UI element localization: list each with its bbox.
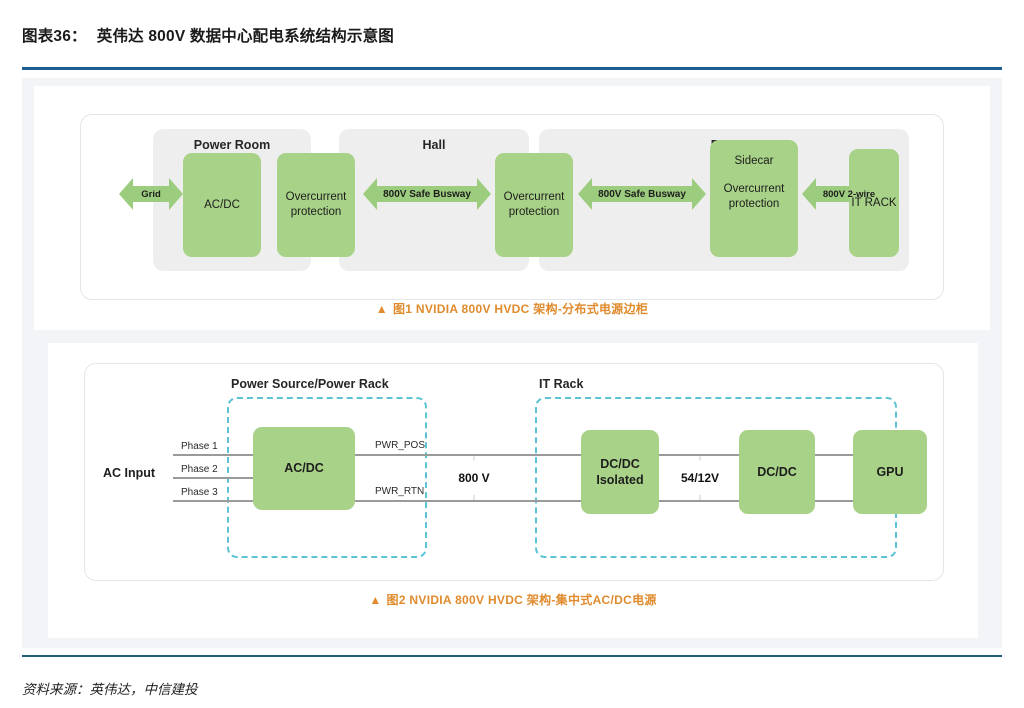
wire-isolated-to-dcdc-bottom (659, 500, 741, 502)
box-sidecar-line2: protection (728, 197, 780, 210)
measurement-800v-value: 800 V (458, 471, 490, 485)
box-sidecar-overcurrent: Sidecar Overcurrent protection (710, 140, 798, 257)
arrow-up-icon: ↑ (471, 451, 477, 463)
box-dcdc: DC/DC (739, 430, 815, 514)
wire-dcdc-to-gpu-bottom (815, 500, 855, 502)
footer-divider (22, 655, 1002, 657)
diagram-2-caption: ▲ 图2 NVIDIA 800V HVDC 架构-集中式AC/DC电源 (48, 591, 978, 608)
figure-title-text: 英伟达 800V 数据中心配电系统结构示意图 (96, 28, 394, 45)
arrow-grid: Grid (119, 173, 183, 215)
arrow-busway-2: 800V Safe Busway (578, 173, 706, 215)
figure-number: 图表36： (22, 28, 87, 45)
diagram-1-panel: Power Room Hall Row Grid AC/DC Overcurre… (34, 86, 990, 330)
wire-phase-3-label: Phase 3 (181, 487, 218, 498)
arrow-2wire-label: 800V 2-wire (822, 188, 876, 200)
arrow-down-icon: ↓ (697, 492, 703, 504)
page-title: 图表36： 英伟达 800V 数据中心配电系统结构示意图 (22, 24, 394, 46)
box-it-rack: IT RACK (849, 149, 899, 257)
triangle-marker-icon: ▲ (369, 593, 382, 607)
box-overcurrent-hall: Overcurrent protection (495, 153, 573, 257)
diagram-1-card: Power Room Hall Row Grid AC/DC Overcurre… (80, 114, 944, 300)
box-dcdc-isolated: DC/DC Isolated (581, 430, 659, 514)
wire-phase-1-label: Phase 1 (181, 441, 218, 452)
arrow-busway-2-label: 800V Safe Busway (598, 188, 686, 200)
box-overcurrent-hall-line1: Overcurrent (503, 191, 565, 204)
wire-phase-2-label: Phase 2 (181, 464, 218, 475)
dashbox-it-rack-label: IT Rack (539, 377, 584, 391)
triangle-marker-icon: ▲ (375, 302, 388, 316)
box-overcurrent-power-room: Overcurrent protection (277, 153, 355, 257)
wire-phase-3 (173, 500, 253, 502)
wire-phase-1 (173, 454, 253, 456)
arrow-up-icon: ↑ (697, 451, 703, 463)
ac-input-label: AC Input (103, 466, 156, 480)
box-overcurrent-hall-line2: protection (508, 206, 560, 218)
arrow-grid-label: Grid (141, 188, 161, 200)
box-dcdc-label: DC/DC (757, 464, 797, 479)
diagram-2-panel: Power Source/Power Rack IT Rack AC Input… (48, 343, 978, 638)
measurement-800v: ↑ 800 V ↓ (443, 452, 505, 504)
box-acdc-central: AC/DC (253, 427, 355, 510)
box-acdc-central-label: AC/DC (284, 461, 324, 476)
wire-pwr-pos-label: PWR_POS (375, 440, 426, 451)
diagram-1-caption-text: 图1 NVIDIA 800V HVDC 架构-分布式电源边柜 (392, 302, 649, 316)
wire-pwr-pos (355, 454, 605, 456)
box-sidecar-line1: Overcurrent (723, 182, 785, 195)
box-overcurrent-power-room-line1: Overcurrent (285, 191, 347, 204)
box-gpu: GPU (853, 430, 927, 514)
measurement-54-12v: ↑ 54/12V ↓ (669, 452, 731, 504)
measurement-54-12v-value: 54/12V (680, 471, 720, 485)
box-dcdc-isolated-line2: Isolated (596, 473, 644, 487)
box-acdc-power-room: AC/DC (183, 153, 261, 257)
figure-artboard: Power Room Hall Row Grid AC/DC Overcurre… (22, 78, 1002, 648)
arrow-down-icon: ↓ (471, 492, 477, 504)
box-gpu-label: GPU (876, 464, 904, 479)
wire-isolated-to-dcdc-top (659, 454, 741, 456)
group-power-room-label: Power Room (193, 138, 271, 152)
box-it-rack-label: IT RACK (851, 196, 897, 209)
wire-dcdc-to-gpu-top (815, 454, 855, 456)
wire-phase-2 (173, 477, 253, 479)
box-overcurrent-power-room-line2: protection (290, 206, 342, 218)
header-divider (22, 67, 1002, 70)
arrow-busway-1: 800V Safe Busway (363, 173, 491, 215)
diagram-1-caption: ▲ 图1 NVIDIA 800V HVDC 架构-分布式电源边柜 (34, 300, 990, 317)
dashbox-power-source-label: Power Source/Power Rack (231, 377, 389, 391)
box-sidecar-title: Sidecar (734, 155, 774, 167)
source-note: 资料来源：英伟达，中信建投 (22, 682, 198, 697)
diagram-2-card: Power Source/Power Rack IT Rack AC Input… (84, 363, 944, 581)
wire-pwr-rtn (355, 500, 605, 502)
group-hall-label: Hall (422, 138, 446, 152)
box-acdc-label: AC/DC (204, 198, 240, 211)
box-dcdc-isolated-line1: DC/DC (600, 456, 640, 471)
wire-pwr-rtn-label: PWR_RTN (375, 486, 425, 497)
diagram-2-caption-text: 图2 NVIDIA 800V HVDC 架构-集中式AC/DC电源 (386, 593, 657, 607)
arrow-busway-1-label: 800V Safe Busway (383, 188, 471, 200)
